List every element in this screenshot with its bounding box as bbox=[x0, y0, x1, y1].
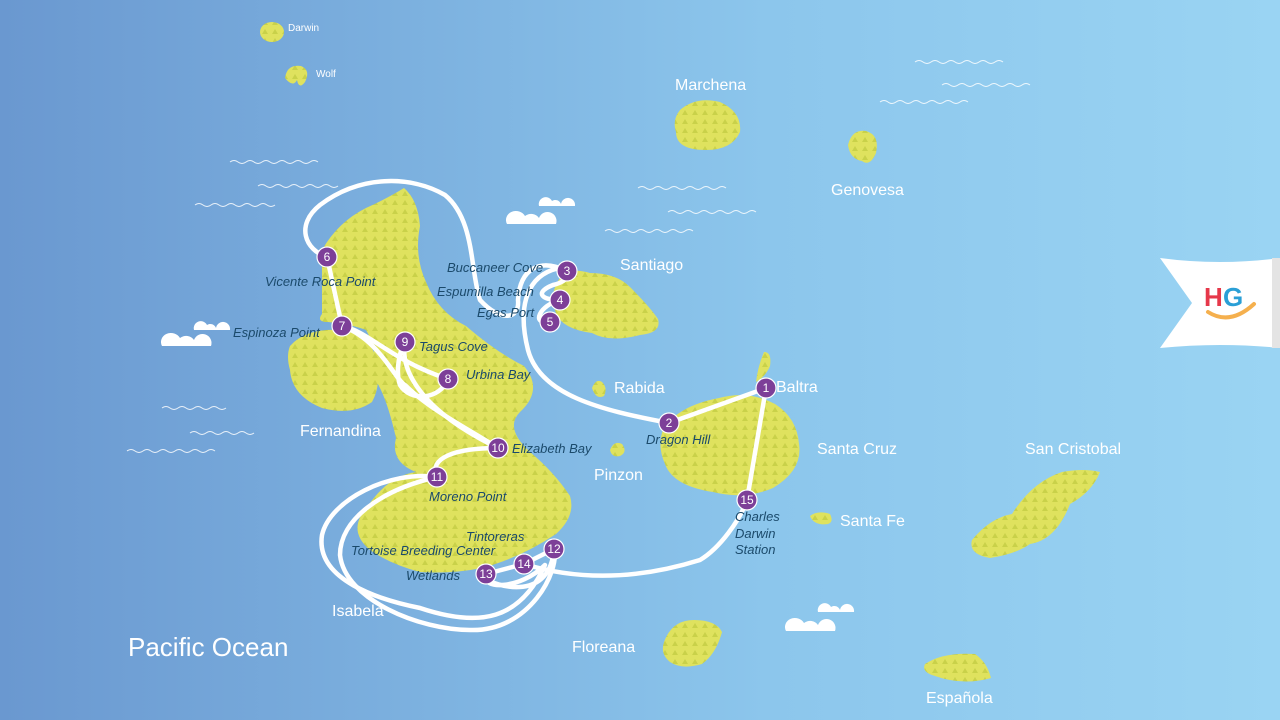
svg-text:13: 13 bbox=[479, 567, 493, 581]
stop-marker: 9 bbox=[394, 331, 416, 353]
stop-marker: 8 bbox=[437, 368, 459, 390]
svg-text:9: 9 bbox=[402, 335, 409, 349]
stop-marker: 1 bbox=[755, 377, 777, 399]
site-label-15a: Charles bbox=[735, 509, 780, 524]
label-genovesa: Genovesa bbox=[831, 182, 904, 199]
site-label-6: Vicente Roca Point bbox=[265, 274, 377, 289]
island-labels: Darwin Wolf Marchena Genovesa Santiago R… bbox=[128, 23, 1121, 707]
site-label-10: Elizabeth Bay bbox=[512, 441, 593, 456]
site-labels: Dragon Hill Buccaneer Cove Espumilla Bea… bbox=[233, 260, 780, 583]
flag-icon bbox=[1160, 258, 1280, 348]
site-label-7: Espinoza Point bbox=[233, 325, 321, 340]
island-san-cristobal bbox=[971, 470, 1100, 558]
label-santiago: Santiago bbox=[620, 257, 683, 274]
stop-marker: 5 bbox=[539, 311, 561, 333]
island-fernandina bbox=[288, 329, 379, 411]
label-isabela: Isabela bbox=[332, 603, 384, 620]
stops: 1 2 3 4 5 6 7 8 9 10 11 12 13 14 15 bbox=[316, 246, 777, 585]
island-santa-fe bbox=[810, 512, 832, 525]
label-fernandina: Fernandina bbox=[300, 423, 381, 440]
logo-h: H bbox=[1204, 282, 1223, 312]
svg-text:10: 10 bbox=[491, 441, 505, 455]
label-marchena: Marchena bbox=[675, 77, 746, 94]
stop-marker: 2 bbox=[658, 412, 680, 434]
label-pacific-ocean: Pacific Ocean bbox=[128, 632, 288, 662]
site-label-15c: Station bbox=[735, 542, 775, 557]
site-label-8: Urbina Bay bbox=[466, 367, 532, 382]
site-label-2: Dragon Hill bbox=[646, 432, 711, 447]
island-floreana bbox=[662, 620, 722, 667]
site-label-14: Tortoise Breeding Center bbox=[351, 543, 496, 558]
svg-text:15: 15 bbox=[740, 493, 754, 507]
label-baltra: Baltra bbox=[776, 379, 818, 396]
label-darwin: Darwin bbox=[288, 23, 319, 34]
clouds bbox=[160, 197, 855, 631]
island-genovesa bbox=[848, 130, 877, 163]
logo-smile-icon bbox=[1206, 302, 1256, 320]
svg-text:7: 7 bbox=[339, 319, 346, 333]
stop-marker: 7 bbox=[331, 315, 353, 337]
svg-text:8: 8 bbox=[445, 372, 452, 386]
waves bbox=[126, 60, 1031, 453]
stop-marker: 15 bbox=[736, 489, 758, 511]
site-label-4: Espumilla Beach bbox=[437, 284, 534, 299]
site-label-9: Tagus Cove bbox=[419, 339, 488, 354]
island-marchena bbox=[674, 100, 741, 150]
label-santa-cruz: Santa Cruz bbox=[817, 441, 897, 458]
label-espanola: Española bbox=[926, 690, 993, 707]
island-santiago bbox=[553, 270, 659, 339]
label-pinzon: Pinzon bbox=[594, 467, 643, 484]
logo-g: G bbox=[1223, 282, 1243, 312]
island-espanola bbox=[924, 653, 991, 682]
island-darwin bbox=[260, 22, 284, 42]
site-label-3: Buccaneer Cove bbox=[447, 260, 543, 275]
site-label-13: Wetlands bbox=[406, 568, 460, 583]
label-rabida: Rabida bbox=[614, 380, 665, 397]
stop-marker: 14 bbox=[513, 553, 535, 575]
site-label-5: Egas Port bbox=[477, 305, 535, 320]
brand-flag: H G bbox=[1160, 258, 1280, 348]
svg-text:1: 1 bbox=[763, 381, 770, 395]
island-rabida bbox=[592, 380, 606, 397]
svg-text:5: 5 bbox=[547, 315, 554, 329]
stop-marker: 11 bbox=[426, 466, 448, 488]
island-baltra bbox=[756, 352, 771, 382]
stop-marker: 4 bbox=[549, 289, 571, 311]
stop-marker: 10 bbox=[487, 437, 509, 459]
site-label-12: Tintoreras bbox=[466, 529, 525, 544]
svg-text:12: 12 bbox=[547, 542, 561, 556]
svg-text:3: 3 bbox=[564, 264, 571, 278]
island-pinzon bbox=[610, 442, 625, 457]
stop-marker: 3 bbox=[556, 260, 578, 282]
svg-text:14: 14 bbox=[517, 557, 531, 571]
island-wolf bbox=[285, 65, 308, 86]
svg-text:6: 6 bbox=[324, 250, 331, 264]
svg-text:2: 2 bbox=[666, 416, 673, 430]
stop-marker: 13 bbox=[475, 563, 497, 585]
island-santa-cruz bbox=[660, 395, 800, 496]
stop-marker: 6 bbox=[316, 246, 338, 268]
svg-text:4: 4 bbox=[557, 293, 564, 307]
site-label-15b: Darwin bbox=[735, 526, 775, 541]
stop-marker: 12 bbox=[543, 538, 565, 560]
svg-text:11: 11 bbox=[431, 470, 444, 484]
label-wolf: Wolf bbox=[316, 69, 336, 80]
label-santa-fe: Santa Fe bbox=[840, 513, 905, 530]
site-label-11: Moreno Point bbox=[429, 489, 508, 504]
label-floreana: Floreana bbox=[572, 639, 635, 656]
label-san-cristobal: San Cristobal bbox=[1025, 441, 1121, 458]
